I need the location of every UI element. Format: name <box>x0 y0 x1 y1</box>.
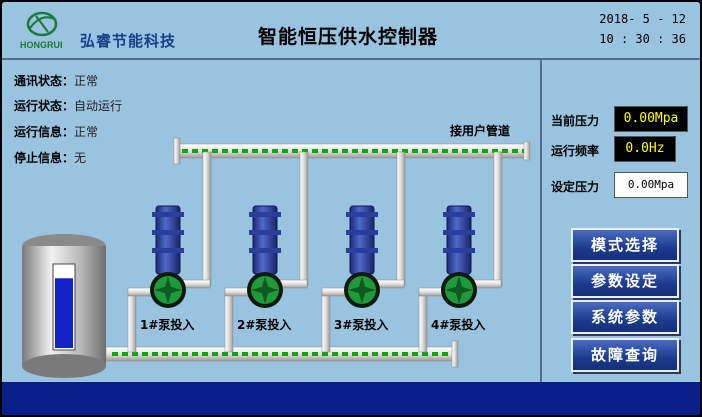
suction-pipe <box>105 340 459 368</box>
fault-query-button[interactable]: 故障查询 <box>571 338 679 372</box>
status-run: 运行状态：自动运行 <box>14 97 122 114</box>
pump-4-label: 4#泵投入 <box>431 318 486 332</box>
status-info: 运行信息：正常 <box>14 123 98 140</box>
status-stop-value: 无 <box>74 151 87 165</box>
status-info-value: 正常 <box>74 125 99 139</box>
time-display: 10 : 30 : 36 <box>599 32 686 46</box>
bottom-status-bar <box>2 382 700 415</box>
logo-icon: HONGRUI <box>20 11 63 50</box>
status-comm: 通讯状态：正常 <box>14 72 98 89</box>
logo-text: HONGRUI <box>20 40 63 50</box>
panel-divider <box>540 60 542 382</box>
status-info-label: 运行信息： <box>14 125 75 139</box>
status-comm-value: 正常 <box>74 74 99 88</box>
set-pressure-input[interactable]: 0.00Mpa <box>614 172 688 198</box>
pump-3[interactable] <box>321 151 406 353</box>
pump-4[interactable] <box>418 151 503 353</box>
date-display: 2018- 5 - 12 <box>599 12 686 26</box>
page-title: 智能恒压供水控制器 <box>258 26 439 48</box>
pump-1-label: 1#泵投入 <box>140 318 195 332</box>
status-stop-label: 停止信息： <box>14 151 75 165</box>
current-pressure-value: 0.00Mpa <box>614 106 688 132</box>
system-parameters-button[interactable]: 系统参数 <box>571 300 679 334</box>
frequency-value: 0.0Hz <box>614 136 676 162</box>
status-stop: 停止信息：无 <box>14 149 86 166</box>
header-divider <box>2 58 700 60</box>
pump-2[interactable] <box>224 151 309 353</box>
header-bar: HONGRUI 弘睿节能科技 智能恒压供水控制器 2018- 5 - 12 10… <box>2 2 700 58</box>
water-tank <box>22 234 106 378</box>
status-run-value: 自动运行 <box>74 99 123 113</box>
current-pressure-label: 当前压力 <box>551 114 600 128</box>
frequency-label: 运行频率 <box>551 144 600 158</box>
pump-system-diagram <box>22 137 531 378</box>
company-name: 弘睿节能科技 <box>80 32 177 50</box>
pump-3-label: 3#泵投入 <box>334 318 389 332</box>
company-logo: HONGRUI <box>16 8 72 52</box>
pump-1[interactable] <box>127 151 212 353</box>
status-comm-label: 通讯状态： <box>14 74 75 88</box>
status-run-label: 运行状态： <box>14 99 75 113</box>
mode-select-button[interactable]: 模式选择 <box>571 228 679 262</box>
set-pressure-label: 设定压力 <box>551 180 600 194</box>
pump-2-label: 2#泵投入 <box>237 318 292 332</box>
supply-pipe <box>173 137 531 165</box>
tank-level-fill <box>55 278 73 348</box>
pipe-label: 接用户管道 <box>450 124 511 138</box>
parameter-setting-button[interactable]: 参数设定 <box>571 264 679 298</box>
